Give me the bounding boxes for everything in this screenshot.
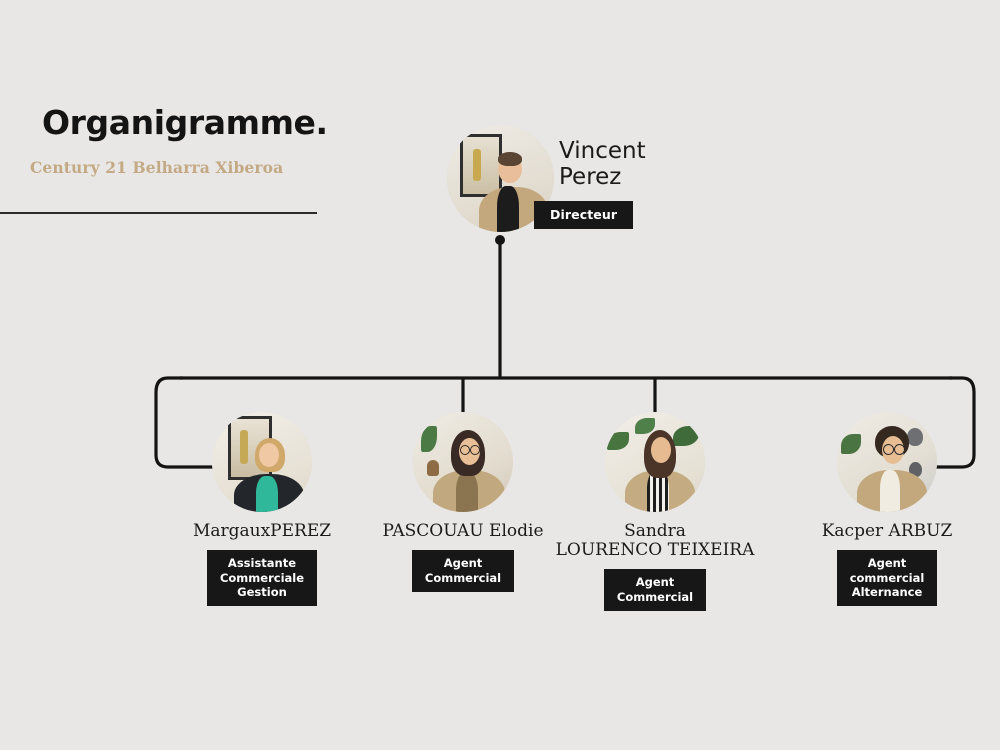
avatar-photo-kacper-arbuz — [837, 412, 937, 512]
org-node-child-2[interactable]: Sandra LOURENCO TEIXEIRA Agent Commercia… — [550, 412, 760, 612]
org-node-child-1[interactable]: PASCOUAU Elodie Agent Commercial — [358, 412, 568, 592]
child-node-name: Sandra LOURENCO TEIXEIRA — [555, 521, 755, 561]
child-node-name: Kacper ARBUZ — [821, 521, 953, 541]
root-connector-dot — [495, 235, 505, 245]
child-node-badge: Agent Commercial — [603, 569, 707, 612]
avatar-photo-sandra-lourenco-teixeira — [605, 412, 705, 512]
header-block: Organigramme. Century 21 Belharra Xibero… — [0, 103, 340, 214]
org-node-child-0[interactable]: MargauxPEREZ Assistante Commerciale Gest… — [157, 412, 367, 607]
org-node-child-3[interactable]: Kacper ARBUZ Agent commercial Alternance — [782, 412, 992, 607]
org-node-root[interactable]: Vincent Perez Directeur — [447, 125, 646, 232]
avatar-photo-margaux-perez — [212, 412, 312, 512]
avatar-photo-pascouau-elodie — [413, 412, 513, 512]
child-node-badge: Agent commercial Alternance — [836, 550, 938, 607]
header-divider — [0, 212, 317, 214]
child-node-badge: Agent Commercial — [411, 550, 515, 592]
avatar — [605, 412, 705, 512]
child-node-badge: Assistante Commerciale Gestion — [206, 550, 318, 607]
root-node-badge: Directeur — [534, 201, 634, 229]
child-node-name: MargauxPEREZ — [192, 521, 332, 541]
root-node-name: Vincent Perez — [559, 138, 646, 190]
avatar — [837, 412, 937, 512]
avatar — [212, 412, 312, 512]
page-subtitle: Century 21 Belharra Xiberoa — [30, 158, 284, 178]
avatar — [413, 412, 513, 512]
child-node-name: PASCOUAU Elodie — [382, 521, 544, 541]
page-title: Organigramme. — [42, 103, 328, 142]
